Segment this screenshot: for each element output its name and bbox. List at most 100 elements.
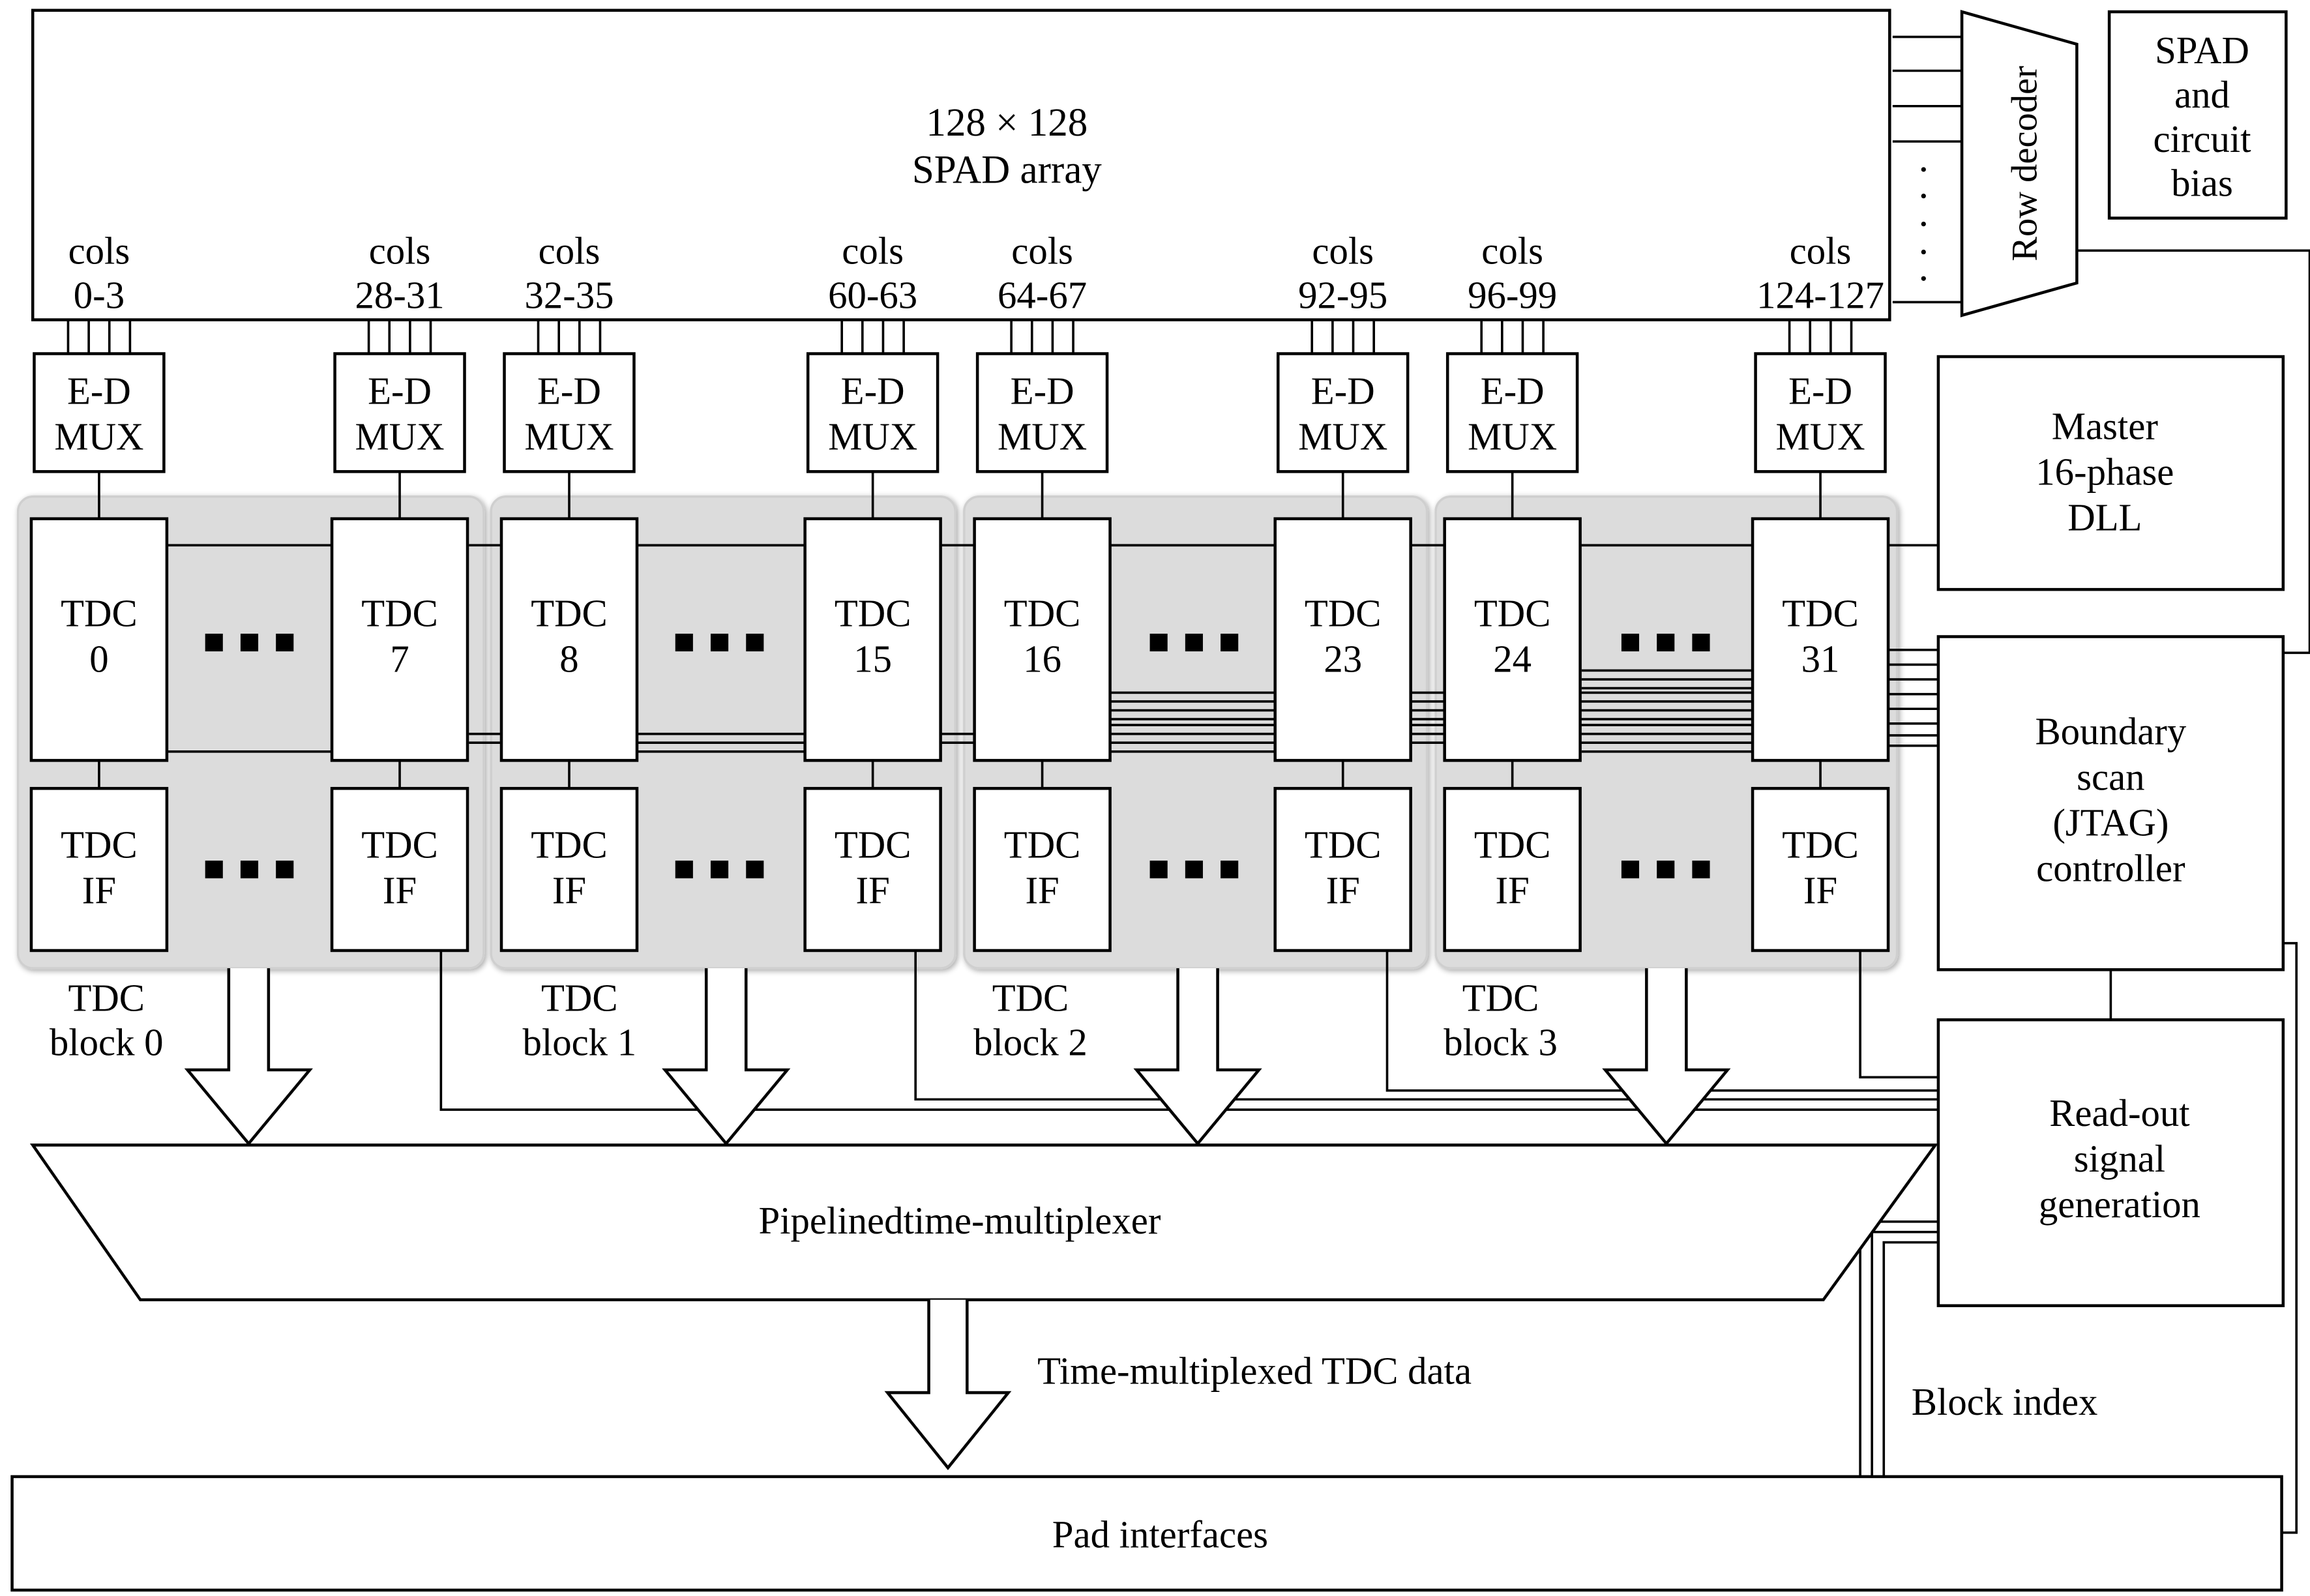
readout-label-line-1: signal xyxy=(2074,1138,2165,1180)
ed-mux-5 xyxy=(1276,352,1410,473)
tdc-if-3-label-line-2: IF xyxy=(856,870,890,912)
ed-mux-4 xyxy=(975,352,1109,473)
ellipsis-square-block-3-row-0-2 xyxy=(1692,633,1710,652)
row-decoder-ellipsis-dot-2 xyxy=(1921,221,1926,227)
ed-mux-1-label-line-1: E-D xyxy=(368,370,432,412)
tdc-if-1-label-line-1: TDC xyxy=(361,824,438,866)
ellipsis-square-block-0-row-1-2 xyxy=(276,861,294,879)
column-group-5-label-range: 92-95 xyxy=(1298,274,1387,316)
tdc-block-2-label-name: block 2 xyxy=(973,1021,1088,1063)
tdc-unit-6 xyxy=(1443,517,1582,762)
tdc-if-5-label-line-2: IF xyxy=(1326,870,1360,912)
ellipsis-square-block-2-row-0-2 xyxy=(1221,633,1239,652)
tdc-unit-1-label-number: 7 xyxy=(390,638,409,681)
column-group-2-label-range: 32-35 xyxy=(524,274,614,316)
spad-bias-label-line-1: and xyxy=(2174,74,2230,116)
jtag-controller-label-line-2: (JTAG) xyxy=(2052,802,2169,844)
tdc-if-4-label-line-2: IF xyxy=(1025,870,1059,912)
tdc-if-7-label-line-1: TDC xyxy=(1782,824,1859,866)
tdc-unit-2-label-number: 8 xyxy=(559,638,578,681)
spad-bias-label-line-2: circuit xyxy=(2153,118,2251,160)
ellipsis-square-block-0-row-0-0 xyxy=(205,633,223,652)
column-group-4-label-cols: cols xyxy=(1011,230,1073,273)
tdc-if-3-label-line-1: TDC xyxy=(835,824,911,866)
ellipsis-square-block-0-row-1-0 xyxy=(205,861,223,879)
tdc-block-1-label-word: TDC xyxy=(541,977,618,1020)
multiplexer-label: Pipelinedtime-multiplexer xyxy=(759,1200,1161,1242)
tdc-block-3-label-word: TDC xyxy=(1462,977,1539,1020)
tdc-if-4-label-line-1: TDC xyxy=(1004,824,1081,866)
ellipsis-square-block-0-row-0-2 xyxy=(276,633,294,652)
tdc-block-3-output-arrow xyxy=(1602,968,1731,1146)
tdc-unit-3-label-word: TDC xyxy=(835,593,911,635)
column-group-0-label-cols: cols xyxy=(68,230,130,273)
tdc-unit-7 xyxy=(1751,517,1890,762)
column-group-5-label-cols: cols xyxy=(1312,230,1374,273)
ellipsis-square-block-2-row-0-0 xyxy=(1149,633,1168,652)
tdc-if-1 xyxy=(330,787,469,953)
ellipsis-square-block-1-row-0-2 xyxy=(746,633,764,652)
row-decoder-ellipsis-dot-0 xyxy=(1921,167,1926,172)
ed-mux-4-label-line-2: MUX xyxy=(998,415,1087,458)
ed-mux-0-label-line-2: MUX xyxy=(54,415,143,458)
tdc-unit-0-label-word: TDC xyxy=(61,593,138,635)
ed-mux-7-label-line-1: E-D xyxy=(1788,370,1852,412)
tdc-unit-0-label-number: 0 xyxy=(89,638,108,681)
tdc-data-label: Time-multiplexed TDC data xyxy=(1037,1350,1472,1393)
tdc-unit-3 xyxy=(803,517,942,762)
master-dll-label-line-2: DLL xyxy=(2067,497,2142,539)
row-decoder-label: Row decoder xyxy=(2005,66,2045,261)
ellipsis-square-block-3-row-1-0 xyxy=(1621,861,1640,879)
pad-interfaces-box xyxy=(10,1475,2283,1592)
tdc-unit-4 xyxy=(973,517,1112,762)
spad-circuit-bias-box xyxy=(2107,10,2288,220)
ellipsis-square-block-1-row-1-0 xyxy=(675,861,693,879)
tdc-unit-0 xyxy=(29,517,169,762)
tdc-block-3-label-name: block 3 xyxy=(1444,1021,1558,1063)
tdc-unit-6-label-word: TDC xyxy=(1474,593,1551,635)
row-decoder-ellipsis-dot-4 xyxy=(1921,276,1926,281)
ellipsis-square-block-3-row-0-1 xyxy=(1657,633,1675,652)
column-group-6-label-range: 96-99 xyxy=(1468,274,1557,316)
column-group-3-label-cols: cols xyxy=(842,230,904,273)
ellipsis-square-block-1-row-1-1 xyxy=(710,861,729,879)
tdc-block-1-label-name: block 1 xyxy=(522,1021,636,1063)
tdc-if-4 xyxy=(973,787,1112,953)
tdc-if-2-label-line-2: IF xyxy=(552,870,586,912)
ellipsis-square-block-1-row-1-2 xyxy=(746,861,764,879)
readout-label-line-0: Read-out xyxy=(2049,1092,2189,1134)
column-group-4-label-range: 64-67 xyxy=(998,274,1087,316)
jtag-to-pads-wire xyxy=(2281,941,2298,1534)
tdc-if-0-label-line-1: TDC xyxy=(61,824,138,866)
tdc-if-readout-line-block-3 xyxy=(1859,950,1938,1079)
ellipsis-square-block-1-row-0-1 xyxy=(710,633,729,652)
master-dll-label-line-1: 16-phase xyxy=(2036,451,2174,494)
spad-array-title-line-2: SPAD array xyxy=(912,148,1102,192)
column-group-7-label-range: 124-127 xyxy=(1756,274,1884,316)
ellipsis-square-block-1-row-0-0 xyxy=(675,633,693,652)
ed-mux-6-label-line-2: MUX xyxy=(1468,415,1557,458)
tdc-if-readout-line-block-0 xyxy=(439,950,1938,1111)
jtag-controller-label-line-3: controller xyxy=(2036,848,2185,890)
tdc-unit-4-label-number: 16 xyxy=(1023,638,1061,681)
tdc-if-1-label-line-2: IF xyxy=(383,870,417,912)
ellipsis-square-block-3-row-1-2 xyxy=(1692,861,1710,879)
ed-mux-6-label-line-1: E-D xyxy=(1481,370,1545,412)
tdc-unit-4-label-word: TDC xyxy=(1004,593,1081,635)
multiplexed-data-arrow xyxy=(884,1299,1012,1470)
ellipsis-square-block-0-row-0-1 xyxy=(240,633,259,652)
spad-array xyxy=(31,8,1891,321)
tdc-unit-6-label-number: 24 xyxy=(1493,638,1532,681)
row-decoder-ellipsis-dot-3 xyxy=(1921,249,1926,255)
tdc-if-5-label-line-1: TDC xyxy=(1305,824,1382,866)
row-decoder-ellipsis-dot-1 xyxy=(1921,194,1926,199)
master-dll-label-line-0: Master xyxy=(2052,406,2159,448)
ed-mux-0 xyxy=(33,352,166,473)
tdc-block-0-output-arrow xyxy=(184,968,313,1146)
tdc-block-1-output-arrow xyxy=(662,968,791,1146)
master-dll-box xyxy=(1936,355,2285,591)
column-group-1-label-cols: cols xyxy=(369,230,431,273)
ed-mux-1 xyxy=(333,352,466,473)
readout-box xyxy=(1936,1018,2285,1307)
ed-mux-2-label-line-1: E-D xyxy=(537,370,601,412)
